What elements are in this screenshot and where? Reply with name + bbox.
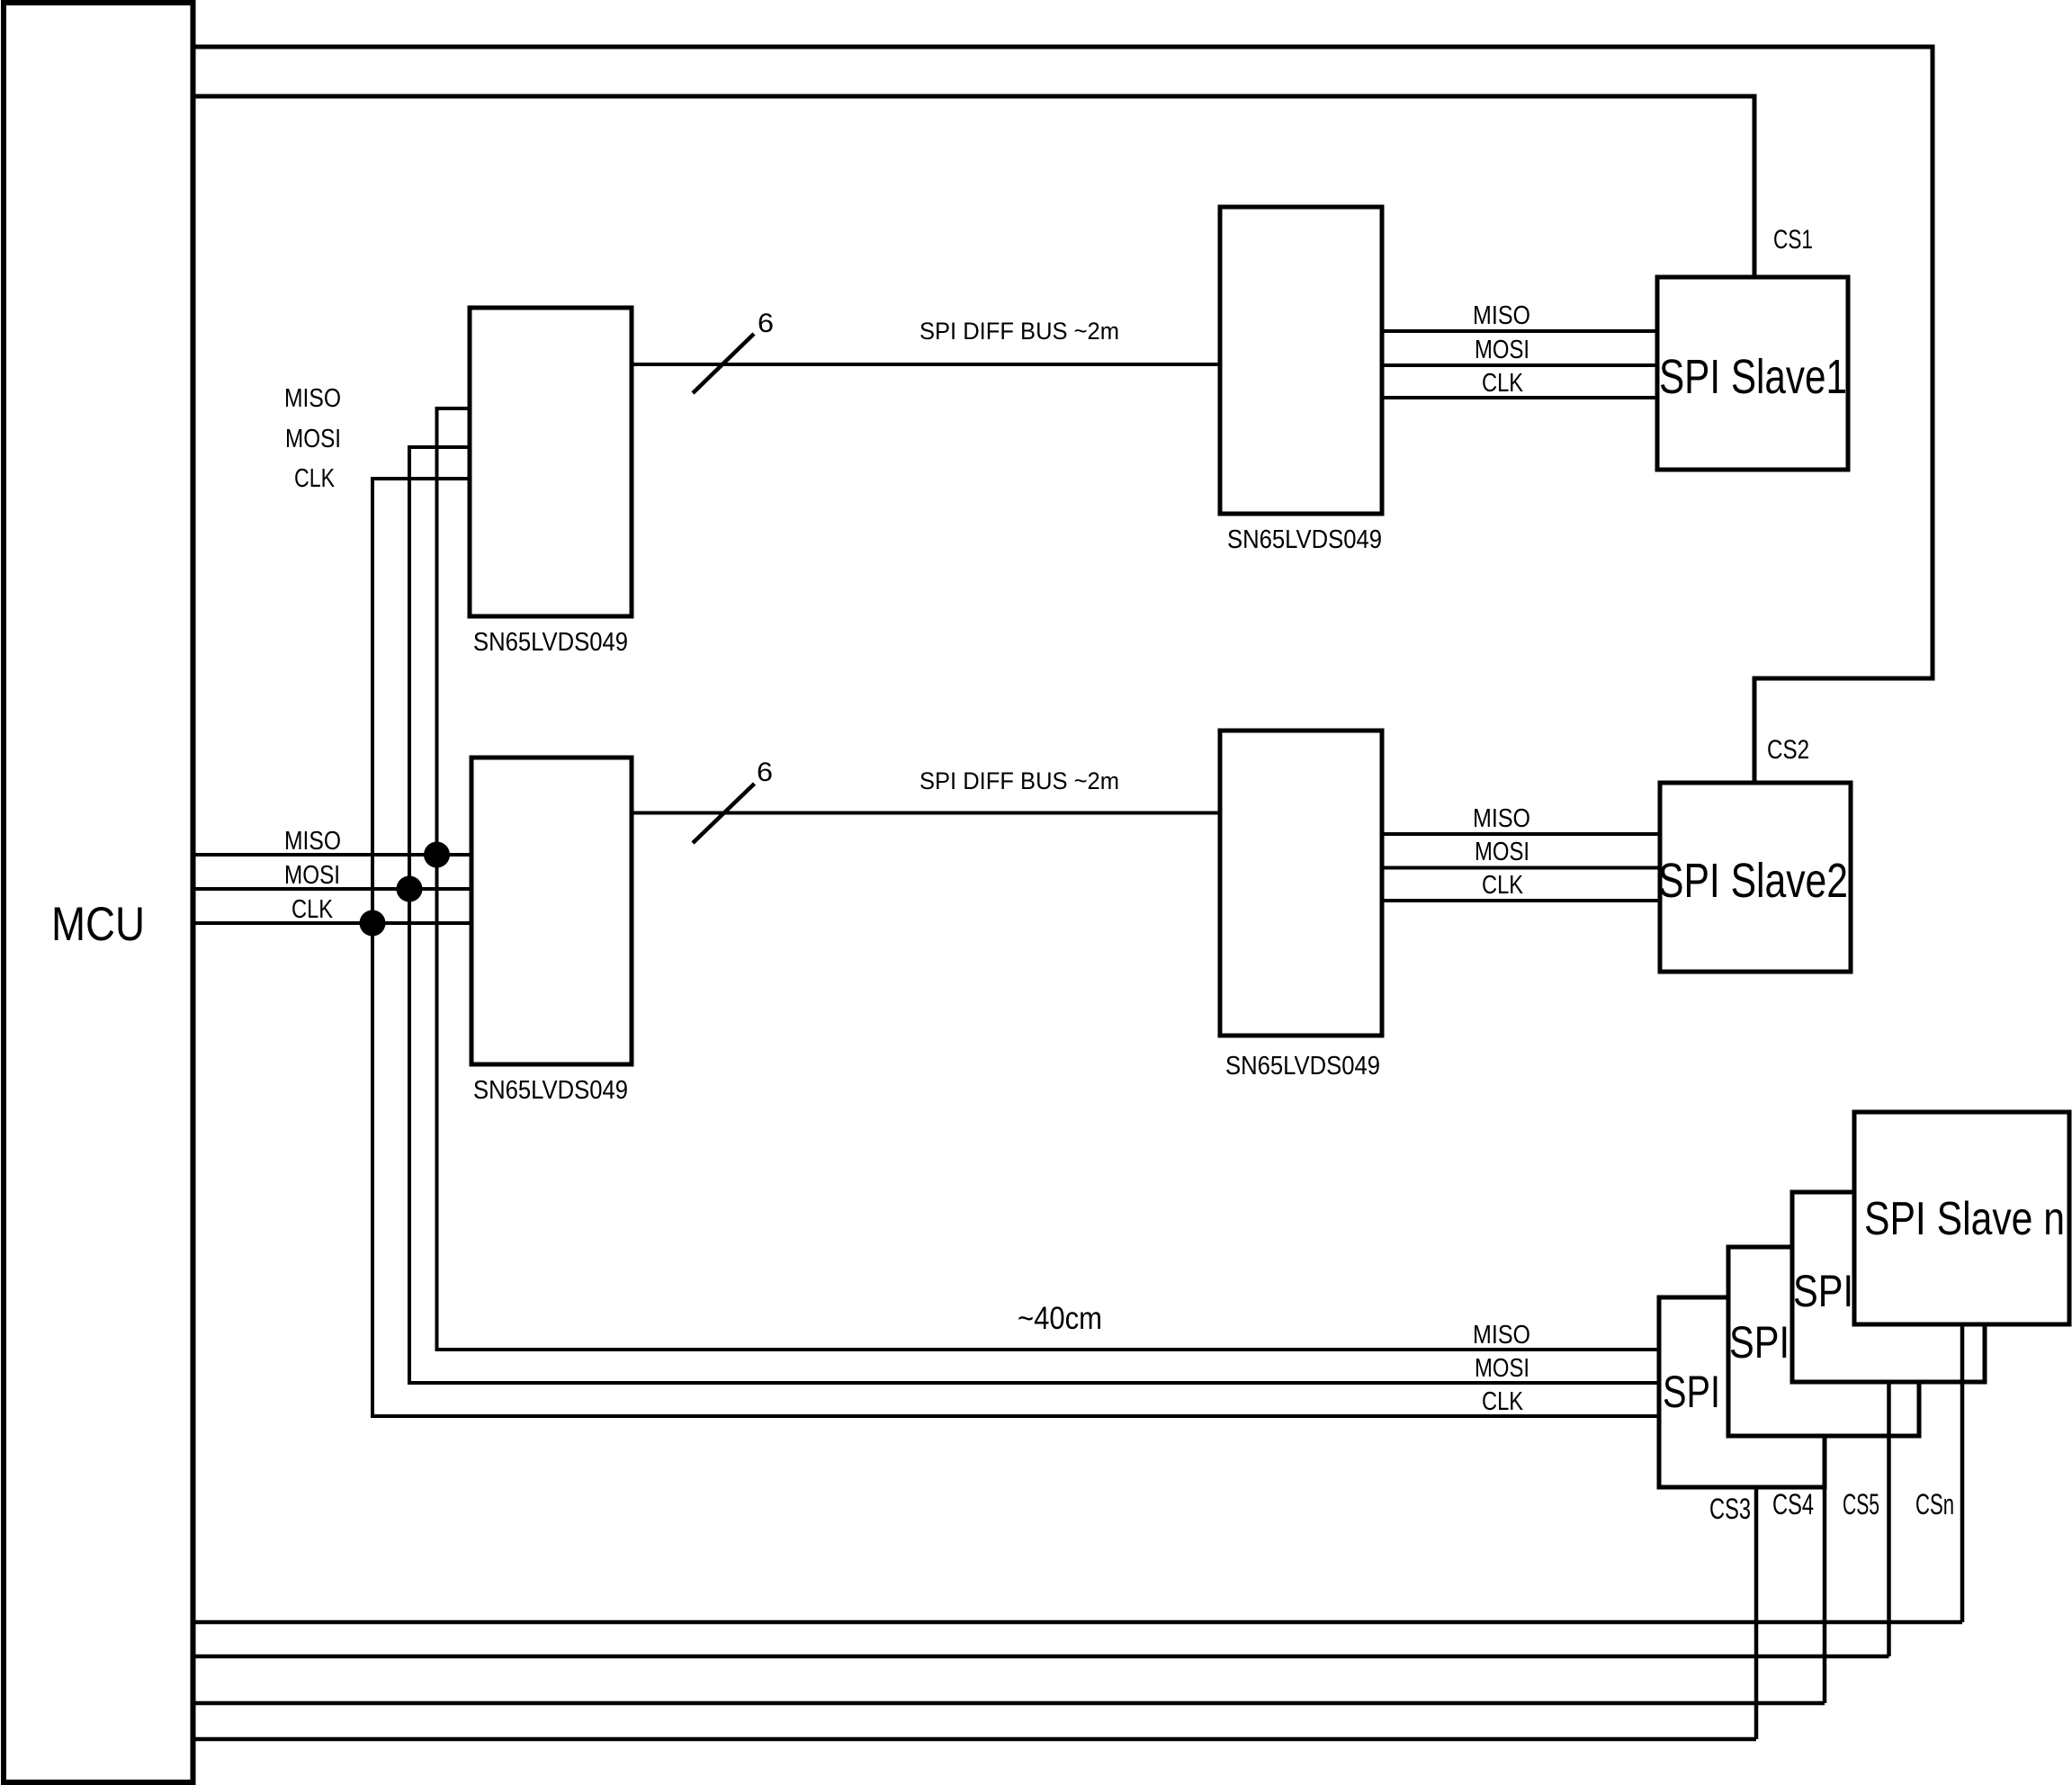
svg-text:MISO: MISO: [284, 384, 341, 413]
svg-text:SN65LVDS049: SN65LVDS049: [473, 1076, 628, 1105]
svg-text:6: 6: [757, 758, 773, 787]
svg-text:MCU: MCU: [51, 898, 145, 951]
svg-text:CLK: CLK: [1482, 871, 1524, 900]
svg-text:CLK: CLK: [1482, 369, 1524, 398]
svg-text:CLK: CLK: [1482, 1387, 1524, 1416]
svg-text:CS4: CS4: [1772, 1488, 1814, 1520]
svg-text:SPI DIFF BUS ~2m: SPI DIFF BUS ~2m: [919, 318, 1119, 345]
svg-text:SN65LVDS049: SN65LVDS049: [1225, 1052, 1380, 1081]
svg-text:CSn: CSn: [1915, 1488, 1954, 1520]
svg-text:MISO: MISO: [1473, 804, 1530, 833]
svg-text:6: 6: [758, 309, 774, 338]
svg-text:CLK: CLK: [292, 895, 334, 924]
svg-text:MOSI: MOSI: [1475, 1354, 1529, 1383]
svg-text:SPI Slave1: SPI Slave1: [1659, 350, 1847, 404]
svg-text:CS2: CS2: [1767, 735, 1809, 765]
svg-text:SPI DIFF BUS ~2m: SPI DIFF BUS ~2m: [919, 767, 1119, 794]
svg-text:SPI Slave n: SPI Slave n: [1864, 1193, 2065, 1245]
svg-text:SPI: SPI: [1793, 1266, 1853, 1316]
svg-text:MISO: MISO: [1473, 301, 1530, 330]
svg-text:CS1: CS1: [1773, 225, 1813, 255]
svg-text:CLK: CLK: [294, 464, 336, 493]
svg-text:SN65LVDS049: SN65LVDS049: [1227, 525, 1382, 554]
svg-text:MISO: MISO: [284, 827, 341, 856]
svg-text:SPI Slave2: SPI Slave2: [1658, 854, 1848, 908]
svg-text:MOSI: MOSI: [1475, 838, 1529, 866]
svg-text:SN65LVDS049: SN65LVDS049: [473, 628, 628, 657]
svg-text:CS3: CS3: [1709, 1493, 1751, 1525]
svg-text:SPI: SPI: [1729, 1317, 1789, 1368]
svg-text:~40cm: ~40cm: [1018, 1301, 1102, 1336]
svg-text:MOSI: MOSI: [1475, 336, 1529, 364]
svg-text:MOSI: MOSI: [284, 861, 340, 890]
svg-text:MOSI: MOSI: [285, 425, 341, 453]
svg-text:SPI: SPI: [1663, 1367, 1720, 1417]
svg-text:CS5: CS5: [1843, 1488, 1879, 1520]
svg-text:MISO: MISO: [1473, 1321, 1530, 1350]
